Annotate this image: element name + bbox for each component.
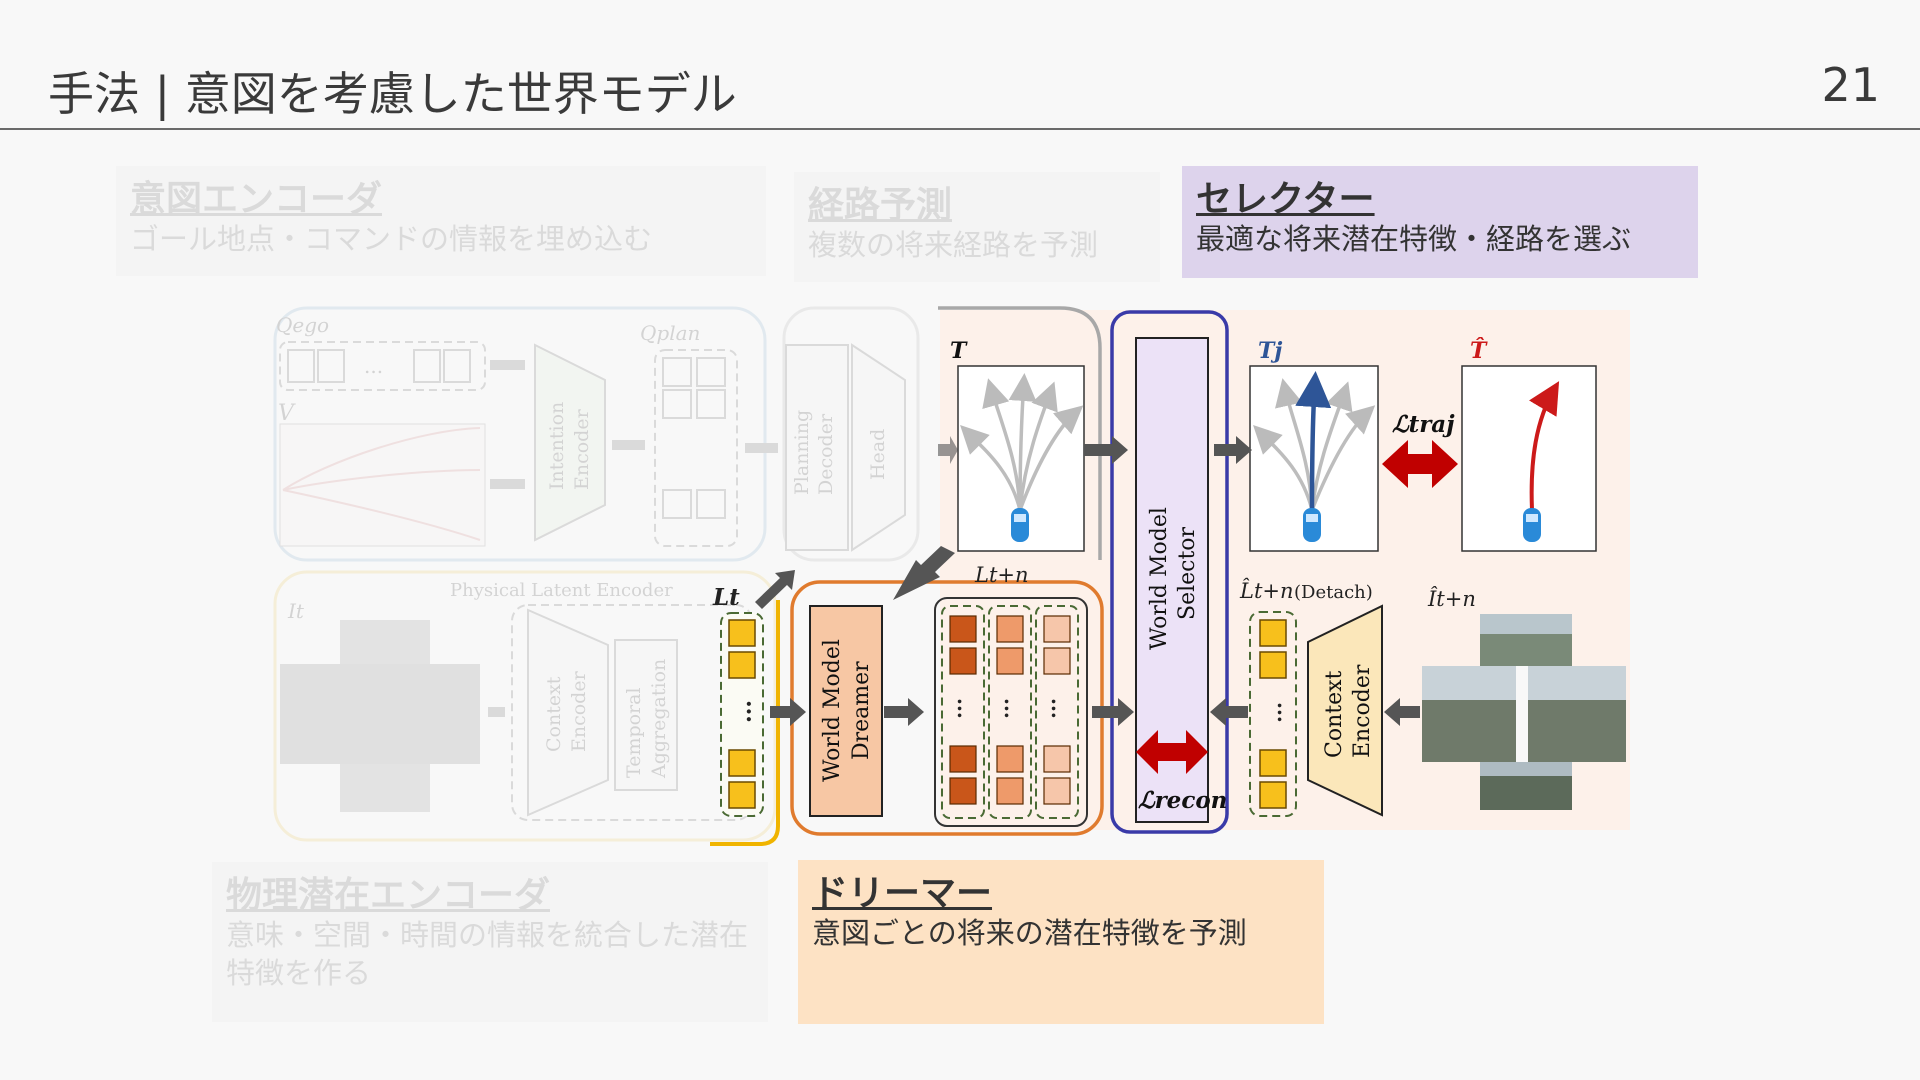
dreamer-desc: 意図ごとの将来の潜在特徴を予測 [812,916,1247,951]
selector-label: セレクター 最適な将来潜在特徴・経路を選ぶ [1182,166,1698,278]
dreamer-label: ドリーマー 意図ごとの将来の潜在特徴を予測 [798,860,1324,1024]
physical-encoder-title: 物理潜在エンコーダ [226,875,551,916]
world-model-selector-line2: Selector [1175,526,1200,620]
context-encoder-left-line1: Context [543,676,565,752]
context-encoder-right: Context Encoder [1307,604,1383,817]
it-label: It [287,599,305,623]
head-label: Head [867,429,889,480]
faded-physical-region: Physical Latent Encoder It Context Encod… [273,570,777,842]
lt-label: Lt [712,584,740,611]
ltn-label-dreamer: Lt+n [974,563,1029,587]
detach-label: (Detach) [1294,582,1373,603]
intention-encoder-line1: Intention [546,402,568,490]
intent-encoder-desc: ゴール地点・コマンドの情報を埋め込む [130,222,653,257]
context-encoder-right-line1: Context [1322,670,1347,758]
route-prediction-title: 経路予測 [808,185,953,226]
dreamer-region: World Model Dreamer Lt+n ... ... ... [790,563,1104,836]
route-prediction-label: 経路予測 複数の将来経路を予測 [794,172,1160,282]
selected-trajectory: Tj [1249,338,1379,552]
selector-title: セレクター [1196,179,1375,220]
intent-encoder-label: 意図エンコーダ ゴール地点・コマンドの情報を埋め込む [116,166,766,276]
dreamer-title: ドリーマー [812,873,993,914]
q-ego-label: Qego [276,313,329,337]
context-encoder-left-line2: Encoder [568,670,590,752]
trajectory-candidates: T [938,306,1102,560]
l-hat-detach-label: L̂t+n [1239,579,1294,603]
world-model-selector: World Model Selector ℒrecon [1110,310,1229,834]
temporal-aggregation-line1: Temporal [623,687,645,778]
l-traj-label: ℒtraj [1392,411,1455,438]
v-label: V [278,401,296,426]
slide-title: 手法 | 意図を考慮した世界モデル [48,67,737,121]
route-prediction-desc: 複数の将来経路を予測 [808,228,1099,263]
intent-encoder-title: 意図エンコーダ [130,179,383,220]
q-plan-label: Qplan [640,321,700,345]
planning-decoder-line2: Decoder [815,413,837,495]
l-recon-label: ℒrecon [1138,787,1227,814]
physical-encoder-label: 物理潜在エンコーダ 意味・空間・時間の情報を統合した潜在特徴を作る [212,862,768,1022]
context-encoder-right-line2: Encoder [1350,664,1375,758]
lt-ellipsis: ... [741,700,767,723]
selector-desc: 最適な将来潜在特徴・経路を選ぶ [1196,222,1632,257]
planning-decoder-line1: Planning [791,410,813,495]
physical-encoder-desc: 意味・空間・時間の情報を統合した潜在特徴を作る [226,918,749,990]
world-model-dreamer-line1: World Model [820,639,845,782]
ground-truth-trajectory: T̂ [1461,338,1597,552]
t-label: T [950,338,968,364]
intention-encoder-line2: Encoder [571,408,593,490]
detached-latent-group: L̂t+n (Detach) ... [1239,579,1373,817]
world-model-selector-line1: World Model [1147,507,1172,650]
faded-intention-region: Qego ... V Intention Encoder Qplan Plann… [273,306,920,562]
dreamer-ellipsis-2: ... [1000,698,1024,719]
q-ego-ellipsis: ... [364,354,383,378]
slide-header: 手法 | 意図を考慮した世界モデル 21 [0,0,1920,130]
temporal-aggregation-line2: Aggregation [648,659,670,779]
tj-label: Tj [1258,338,1282,364]
page-number: 21 [1821,58,1880,112]
future-camera-images: Ît+n [1422,587,1626,810]
dreamer-ellipsis-1: ... [953,698,977,719]
t-hat-label: T̂ [1470,338,1488,364]
world-model-dreamer-line2: Dreamer [849,661,874,760]
dreamer-ellipsis-3: ... [1047,698,1071,719]
header-divider [0,128,1920,130]
lt-group: Lt ... [710,584,780,846]
physical-latent-encoder-label: Physical Latent Encoder [450,580,673,601]
flow-arrows [755,436,1420,726]
l-traj-loss: ℒtraj [1382,411,1458,488]
l-hat-ellipsis: ... [1273,702,1297,723]
i-hat-label: Ît+n [1427,587,1476,611]
